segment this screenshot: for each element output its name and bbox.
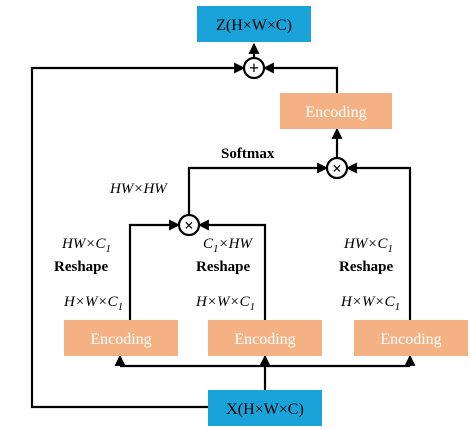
hw-hw-label: HW×HW [109,181,168,197]
left-hwc1-label: H×W×C1 [63,294,123,313]
right-hwc1-label: H×W×C1 [340,294,400,313]
mid-reshape-label: Reshape [196,259,251,275]
multiply-operator-symbol-top: × [332,159,342,178]
input-box [208,390,322,426]
output-label: Z(H×W×C) [216,17,292,34]
encoding-box-right [354,320,468,356]
left-reshape-label: Reshape [54,259,109,275]
encoding-box-left [64,320,178,356]
multiply-operator-icon-top [325,156,349,180]
input-label: X(H×W×C) [226,401,304,418]
mid-branch-line [197,219,267,320]
add-operator-symbol: + [249,58,259,78]
encoding-box-mid [208,320,322,356]
encoding-box-top [280,93,392,129]
mid-hwc1-label: H×W×C1 [195,294,255,313]
left-branch-line [128,219,181,320]
encoding-label-top: Encoding [305,104,366,121]
encoding-label-left: Encoding [90,331,151,348]
left-dim-label: HW×C1 [61,236,111,255]
multiply-operator-icon-bottom [177,213,201,237]
multiply-operator-symbol-bottom: × [184,216,194,235]
mid-dim-label: C1×HW [203,236,253,255]
encoding-to-add-line [262,62,339,93]
encoding-label-mid: Encoding [234,331,295,348]
softmax-label: Softmax [221,146,275,162]
encoding-label-right: Encoding [380,331,441,348]
output-box [197,6,311,42]
right-dim-label: HW×C1 [343,236,393,255]
residual-line [30,62,246,409]
add-operator-icon [242,56,266,80]
right-reshape-label: Reshape [339,259,394,275]
right-branch-line [345,162,412,320]
softmax-line [187,162,329,215]
